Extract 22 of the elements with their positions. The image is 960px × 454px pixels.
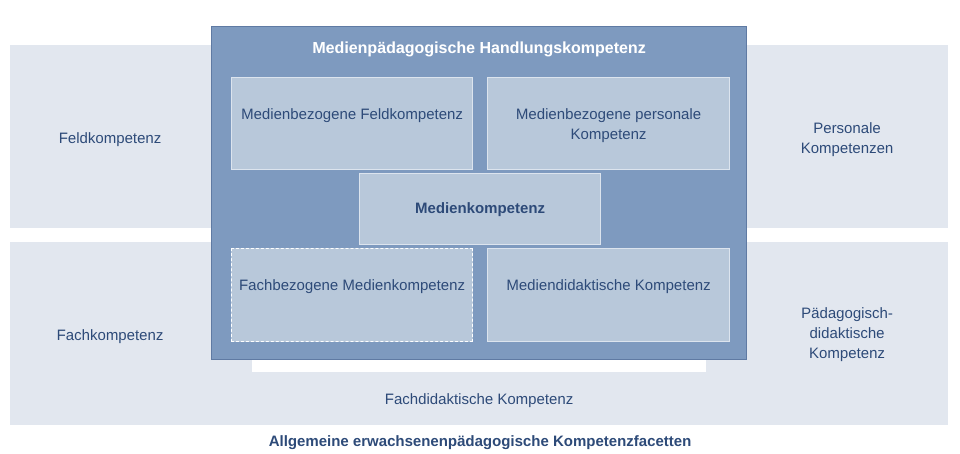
label-text: Personale Kompetenzen: [800, 119, 894, 159]
band-panel: [10, 45, 211, 228]
competence-box: [359, 173, 601, 245]
competence-box: [487, 248, 730, 342]
band-panel: [747, 45, 948, 228]
band-panel: [10, 242, 211, 425]
label-text: Fachbezogene Medienkompetenz: [238, 276, 466, 296]
label-text: Medienbezogene Feldkompetenz: [240, 105, 464, 125]
label-text: Pädagogisch-didaktische Kompetenz: [800, 304, 894, 364]
panel-title: Medienpädagogische Handlungskompetenz: [311, 39, 647, 59]
caption: Allgemeine erwachsenenpädagogische Kompetenzfacetten: [268, 432, 692, 452]
label-text: Medienbezogene personale Kompetenz: [514, 105, 702, 145]
label-text: Mediendidaktische Kompetenz: [505, 276, 712, 296]
label-text: Feldkompetenz: [58, 129, 162, 149]
competence-box: [231, 248, 473, 342]
label-text: Medienkompetenz: [414, 199, 546, 219]
label-text: Fachdidaktische Kompetenz: [384, 390, 574, 410]
outer-panel: [211, 26, 747, 360]
label-text: Fachkompetenz: [56, 326, 164, 346]
band-panel: [747, 242, 948, 425]
competence-box: [487, 77, 730, 170]
competence-box: [231, 77, 473, 170]
